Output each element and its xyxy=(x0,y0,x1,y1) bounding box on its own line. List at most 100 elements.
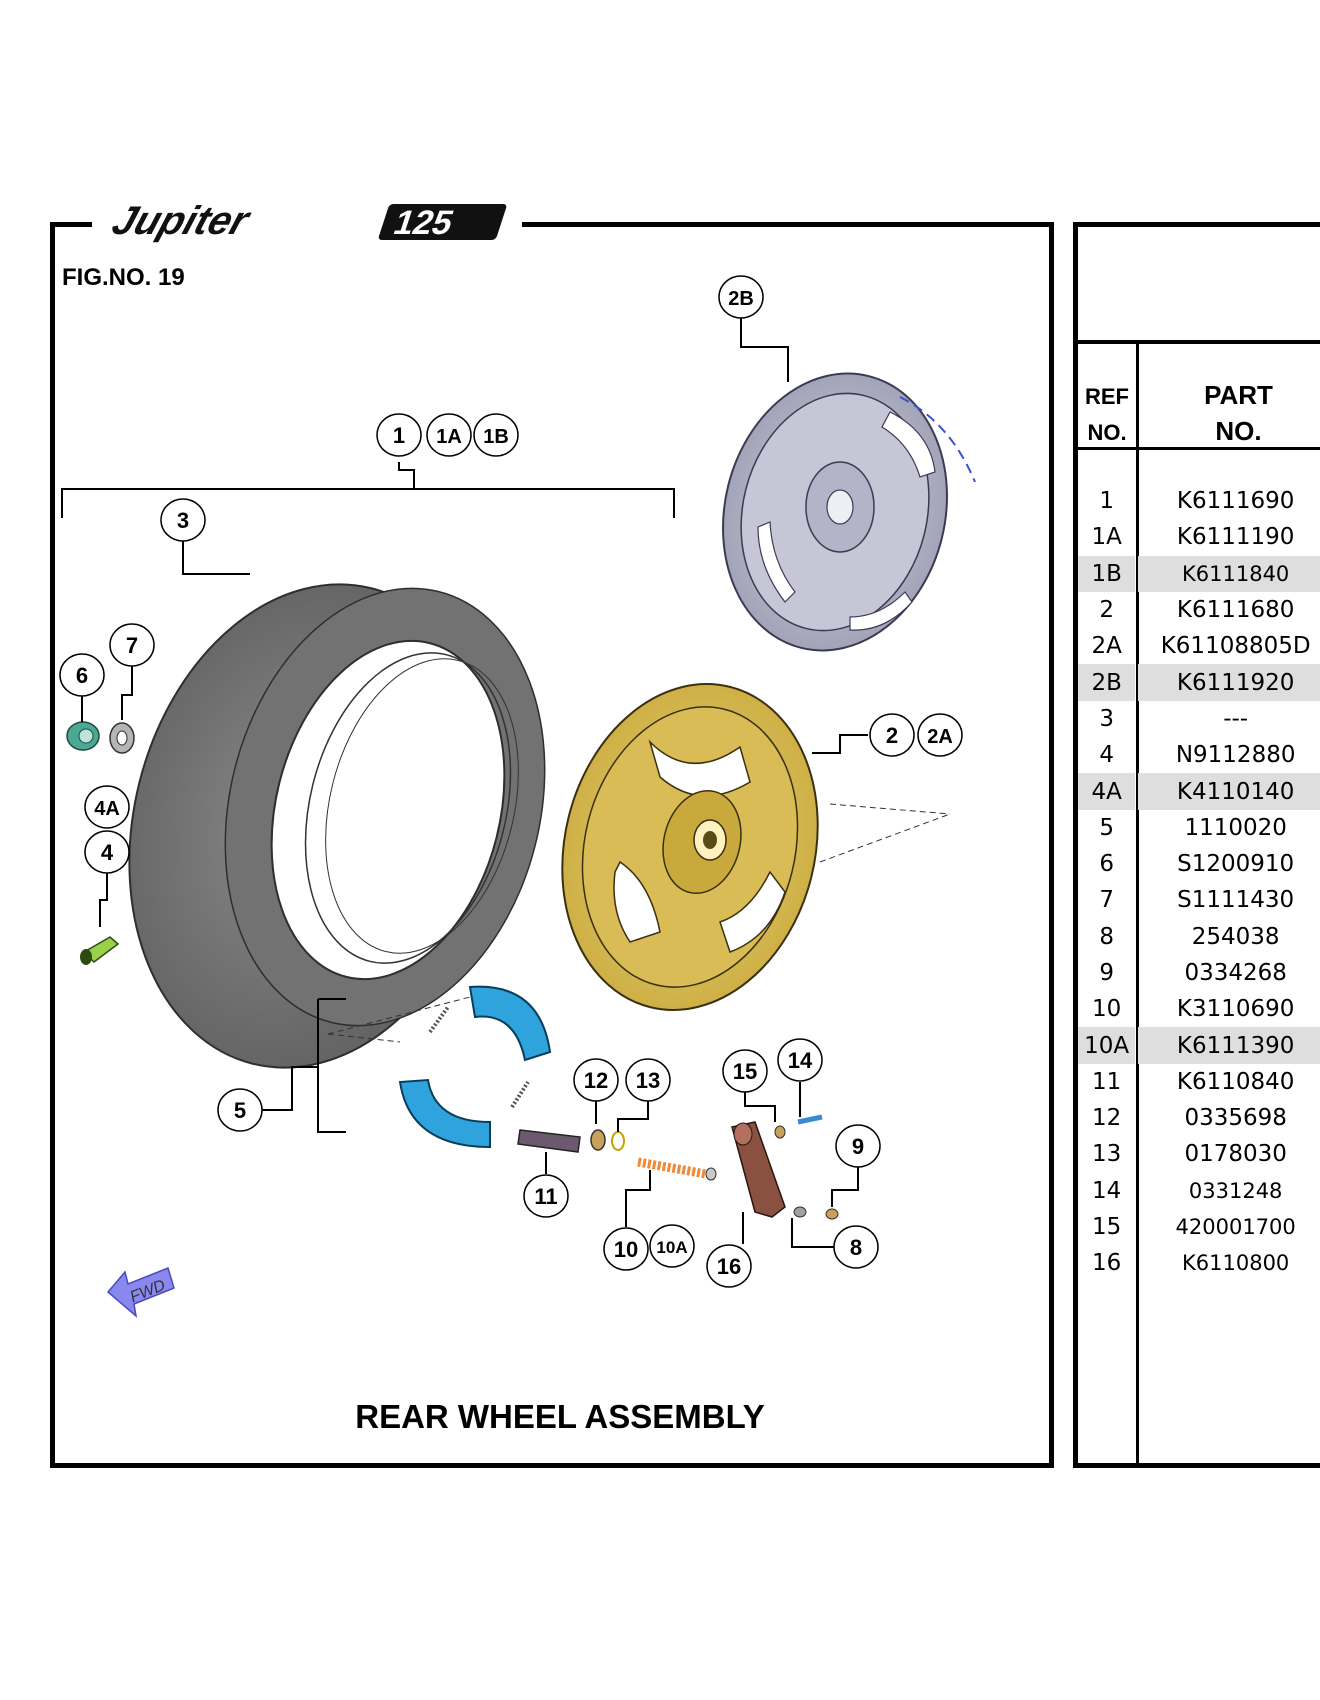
ref-no-cell: 4 xyxy=(1099,742,1114,769)
svg-text:11: 11 xyxy=(534,1184,557,1209)
part-no-cell: S1111430 xyxy=(1177,887,1295,914)
callout-3: 3 xyxy=(160,498,206,542)
svg-text:125: 125 xyxy=(389,204,458,242)
svg-text:15: 15 xyxy=(733,1059,757,1084)
ref-no-cell: 6 xyxy=(1099,851,1114,878)
washer-part xyxy=(109,722,135,754)
svg-text:13: 13 xyxy=(636,1068,660,1093)
callout-16: 16 xyxy=(706,1244,752,1288)
ref-no-cell: 13 xyxy=(1092,1141,1122,1168)
leader-lines xyxy=(61,315,868,1248)
part-no-cell: 420001700 xyxy=(1175,1215,1296,1240)
ref-no-cell: 11 xyxy=(1092,1068,1122,1095)
svg-text:4A: 4A xyxy=(94,798,120,820)
fwd-arrow-icon: FWD xyxy=(106,1266,175,1318)
part-no-cell: 0178030 xyxy=(1184,1141,1287,1168)
ref-no-cell: 5 xyxy=(1099,814,1114,841)
ref-no-cell: 12 xyxy=(1092,1105,1122,1132)
callout-8: 8 xyxy=(833,1225,879,1269)
part-no-cell: 0334268 xyxy=(1184,960,1287,986)
callout-4a: 4A xyxy=(84,785,130,829)
callout-7: 7 xyxy=(109,623,155,667)
svg-text:5: 5 xyxy=(234,1098,246,1123)
part-no-cell: K6111920 xyxy=(1138,664,1320,701)
ref-no-cell: 3 xyxy=(1099,705,1114,732)
ref-no-cell: 1 xyxy=(1099,488,1114,515)
svg-text:10: 10 xyxy=(614,1237,638,1262)
svg-text:2: 2 xyxy=(886,723,898,748)
part-no-cell: --- xyxy=(1223,705,1249,732)
svg-text:7: 7 xyxy=(126,633,138,658)
grey-wheel-part xyxy=(722,372,976,652)
ref-no-cell: 1A xyxy=(1091,524,1122,551)
svg-text:8: 8 xyxy=(850,1235,862,1260)
exploded-diagram: 1 1A 1B 2B 3 2 2A 6 7 4A 4 5 12 13 11 10… xyxy=(59,275,976,1318)
table-row: 3 --- xyxy=(1078,701,1320,737)
figure-number: FIG.NO. 19 xyxy=(62,264,185,291)
svg-text:14: 14 xyxy=(788,1048,813,1073)
callout-1: 1 xyxy=(376,413,422,457)
callout-10a: 10A xyxy=(649,1224,695,1268)
flange-nut-part xyxy=(66,721,100,751)
callout-15: 15 xyxy=(722,1049,768,1093)
brake-shoe-part xyxy=(398,985,552,1149)
valve-part xyxy=(80,936,120,965)
table-row: 16 K6110800 xyxy=(1078,1245,1320,1281)
ref-no-cell: 9 xyxy=(1099,960,1114,986)
callout-1b: 1B xyxy=(473,413,519,457)
callout-2b: 2B xyxy=(718,275,764,319)
svg-text:3: 3 xyxy=(177,508,189,533)
svg-text:4: 4 xyxy=(101,840,114,865)
part-no-cell: 254038 xyxy=(1191,923,1280,950)
part-no-cell: K6111190 xyxy=(1176,524,1295,551)
table-row: 15 420001700 xyxy=(1078,1209,1320,1245)
ref-no-header: REF NO. xyxy=(1085,384,1129,445)
table-row: 1A K6111190 xyxy=(1078,519,1320,555)
part-no-cell: K4110140 xyxy=(1138,773,1320,810)
svg-text:2A: 2A xyxy=(927,726,953,748)
spring-part xyxy=(637,1157,717,1181)
callout-4: 4 xyxy=(84,830,130,874)
part-no-cell: K3110690 xyxy=(1176,996,1295,1023)
svg-text:1: 1 xyxy=(393,423,405,448)
part-no-cell: K6110800 xyxy=(1182,1251,1290,1276)
part-no-cell: K61108805D xyxy=(1160,633,1311,660)
ref-no-cell: 15 xyxy=(1092,1214,1122,1241)
part-no-header: PART NO. xyxy=(1204,380,1273,446)
part-no-cell: 0335698 xyxy=(1184,1105,1287,1132)
brake-cam-part xyxy=(517,1129,625,1153)
ref-no-cell: 8 xyxy=(1099,923,1114,950)
svg-text:9: 9 xyxy=(852,1134,864,1159)
callout-10: 10 xyxy=(603,1227,649,1271)
ref-no-cell: 16 xyxy=(1092,1250,1122,1277)
brand-logo: Jupiter 125 xyxy=(92,196,522,246)
callout-12: 12 xyxy=(573,1058,619,1102)
ref-no-cell: 14 xyxy=(1092,1177,1122,1204)
diagram-frame xyxy=(50,222,1054,1468)
svg-text:10A: 10A xyxy=(656,1238,687,1257)
svg-text:1B: 1B xyxy=(483,426,509,448)
table-row: 13 0178030 xyxy=(1078,1136,1320,1172)
table-row: 9 0334268 xyxy=(1078,955,1320,991)
svg-text:Jupiter: Jupiter xyxy=(107,198,257,243)
callout-5: 5 xyxy=(217,1088,263,1132)
svg-text:1A: 1A xyxy=(436,426,462,448)
callout-2a: 2A xyxy=(917,713,963,757)
table-row: 8 254038 xyxy=(1078,919,1320,955)
part-no-cell: K6111390 xyxy=(1138,1027,1320,1064)
callout-13: 13 xyxy=(625,1058,671,1102)
part-no-cell: 1110020 xyxy=(1184,814,1287,841)
svg-text:6: 6 xyxy=(76,663,88,688)
